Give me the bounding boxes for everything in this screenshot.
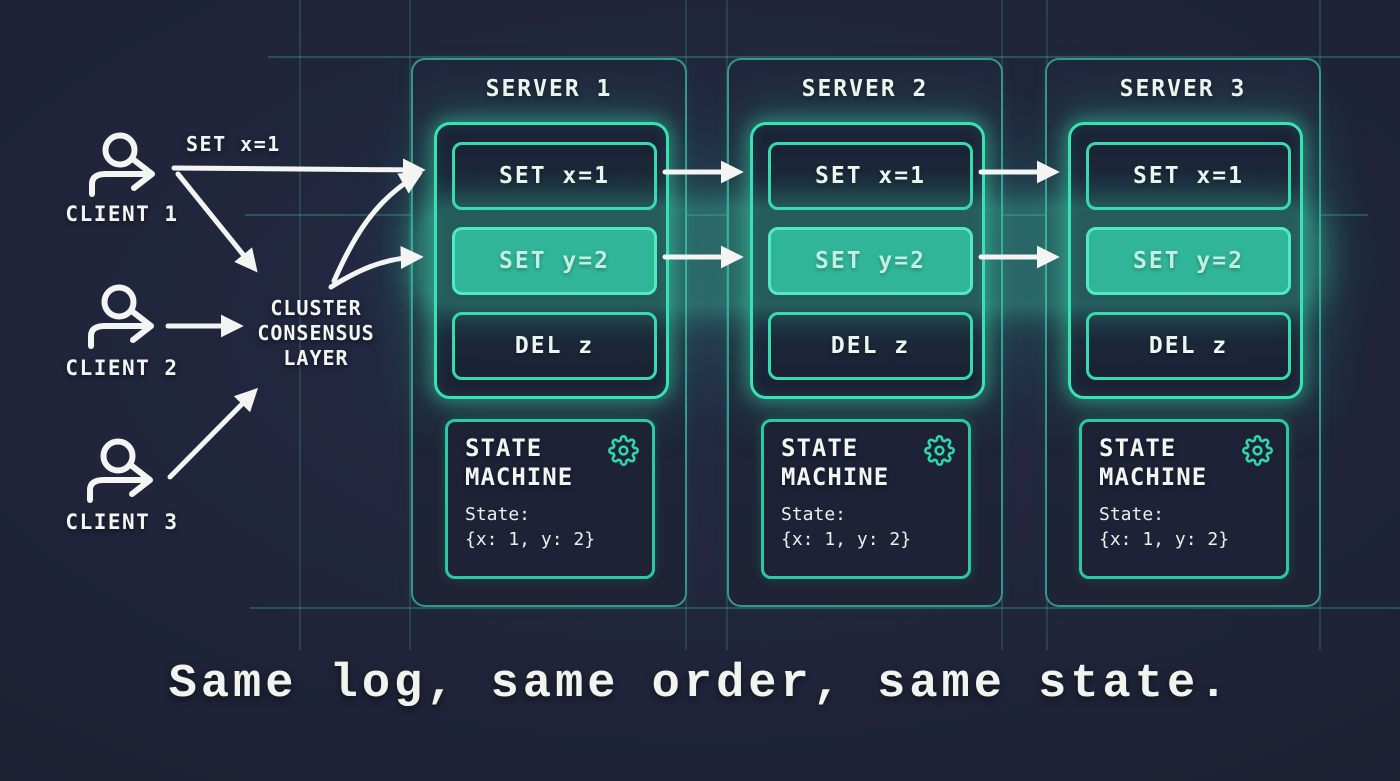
consensus-label-line: LAYER [283,346,349,370]
replicated-log: SET x=1 SET y=2 DEL z [434,122,669,399]
arrow-client1-to-server1 [171,158,426,182]
log-entry-highlighted: SET y=2 [768,227,973,295]
state-machine-title: STATE MACHINE [465,434,652,492]
log-entry: DEL z [1086,312,1291,380]
arrow-consensus-to-log-row1 [331,172,423,284]
server-panel-1: SERVER 1 SET x=1 SET y=2 DEL z STATE MAC… [411,58,687,607]
server-panel-3: SERVER 3 SET x=1 SET y=2 DEL z STATE MAC… [1045,58,1321,607]
log-entry-highlighted: SET y=2 [452,227,657,295]
log-entry: SET x=1 [452,142,657,210]
state-machine-title: STATE MACHINE [781,434,968,492]
gear-icon [924,435,955,466]
state-machine-title-line: STATE [781,434,859,462]
state-text: State: {x: 1, y: 2} [465,502,652,552]
grid-line-horizontal [250,607,1400,609]
gear-icon [1242,435,1273,466]
state-text: State: {x: 1, y: 2} [1099,502,1286,552]
state-label: State: [465,504,531,525]
state-label: State: [1099,504,1165,525]
person-arrow-icon [88,284,154,349]
consensus-label-line: CONSENSUS [257,321,375,345]
log-entry: SET x=1 [768,142,973,210]
log-entry-highlighted: SET y=2 [1086,227,1291,295]
log-entry: SET x=1 [1086,142,1291,210]
state-machine-box: STATE MACHINE State: {x: 1, y: 2} [761,419,971,579]
log-entry: DEL z [452,312,657,380]
client-2-label: CLIENT 2 [65,356,179,380]
state-machine-title-line: MACHINE [1099,463,1208,491]
replicated-log: SET x=1 SET y=2 DEL z [1068,122,1303,399]
cluster-consensus-layer-label: CLUSTER CONSENSUS LAYER [241,296,391,371]
grid-line-vertical [299,0,301,650]
state-text: State: {x: 1, y: 2} [781,502,968,552]
state-machine-title-line: STATE [465,434,543,462]
gear-icon [608,435,639,466]
server-title: SERVER 2 [801,76,929,102]
server-title: SERVER 3 [1119,76,1247,102]
person-arrow-icon [87,438,153,503]
person-arrow-icon [89,132,155,197]
state-machine-title-line: STATE [1099,434,1177,462]
grid-line-horizontal [268,56,1400,58]
replicated-log: SET x=1 SET y=2 DEL z [750,122,985,399]
caption: Same log, same order, same state. [168,658,1232,711]
state-label: State: [781,504,847,525]
state-machine-title-line: MACHINE [465,463,574,491]
server-panel-2: SERVER 2 SET x=1 SET y=2 DEL z STATE MAC… [727,58,1003,607]
state-machine-box: STATE MACHINE State: {x: 1, y: 2} [445,419,655,579]
state-machine-title-line: MACHINE [781,463,890,491]
state-machine-title: STATE MACHINE [1099,434,1286,492]
request-label: SET x=1 [186,132,281,156]
state-value: {x: 1, y: 2} [465,529,596,550]
state-machine-box: STATE MACHINE State: {x: 1, y: 2} [1079,419,1289,579]
server-title: SERVER 1 [485,76,613,102]
state-value: {x: 1, y: 2} [781,529,912,550]
arrow-consensus-to-log-row2 [328,245,424,290]
arrow-client3-to-consensus [167,387,259,480]
client-1-label: CLIENT 1 [65,202,179,226]
log-entry: DEL z [768,312,973,380]
grid-line-vertical [409,0,411,650]
consensus-label-line: CLUSTER [270,296,362,320]
client-3-label: CLIENT 3 [65,510,179,534]
state-value: {x: 1, y: 2} [1099,529,1230,550]
